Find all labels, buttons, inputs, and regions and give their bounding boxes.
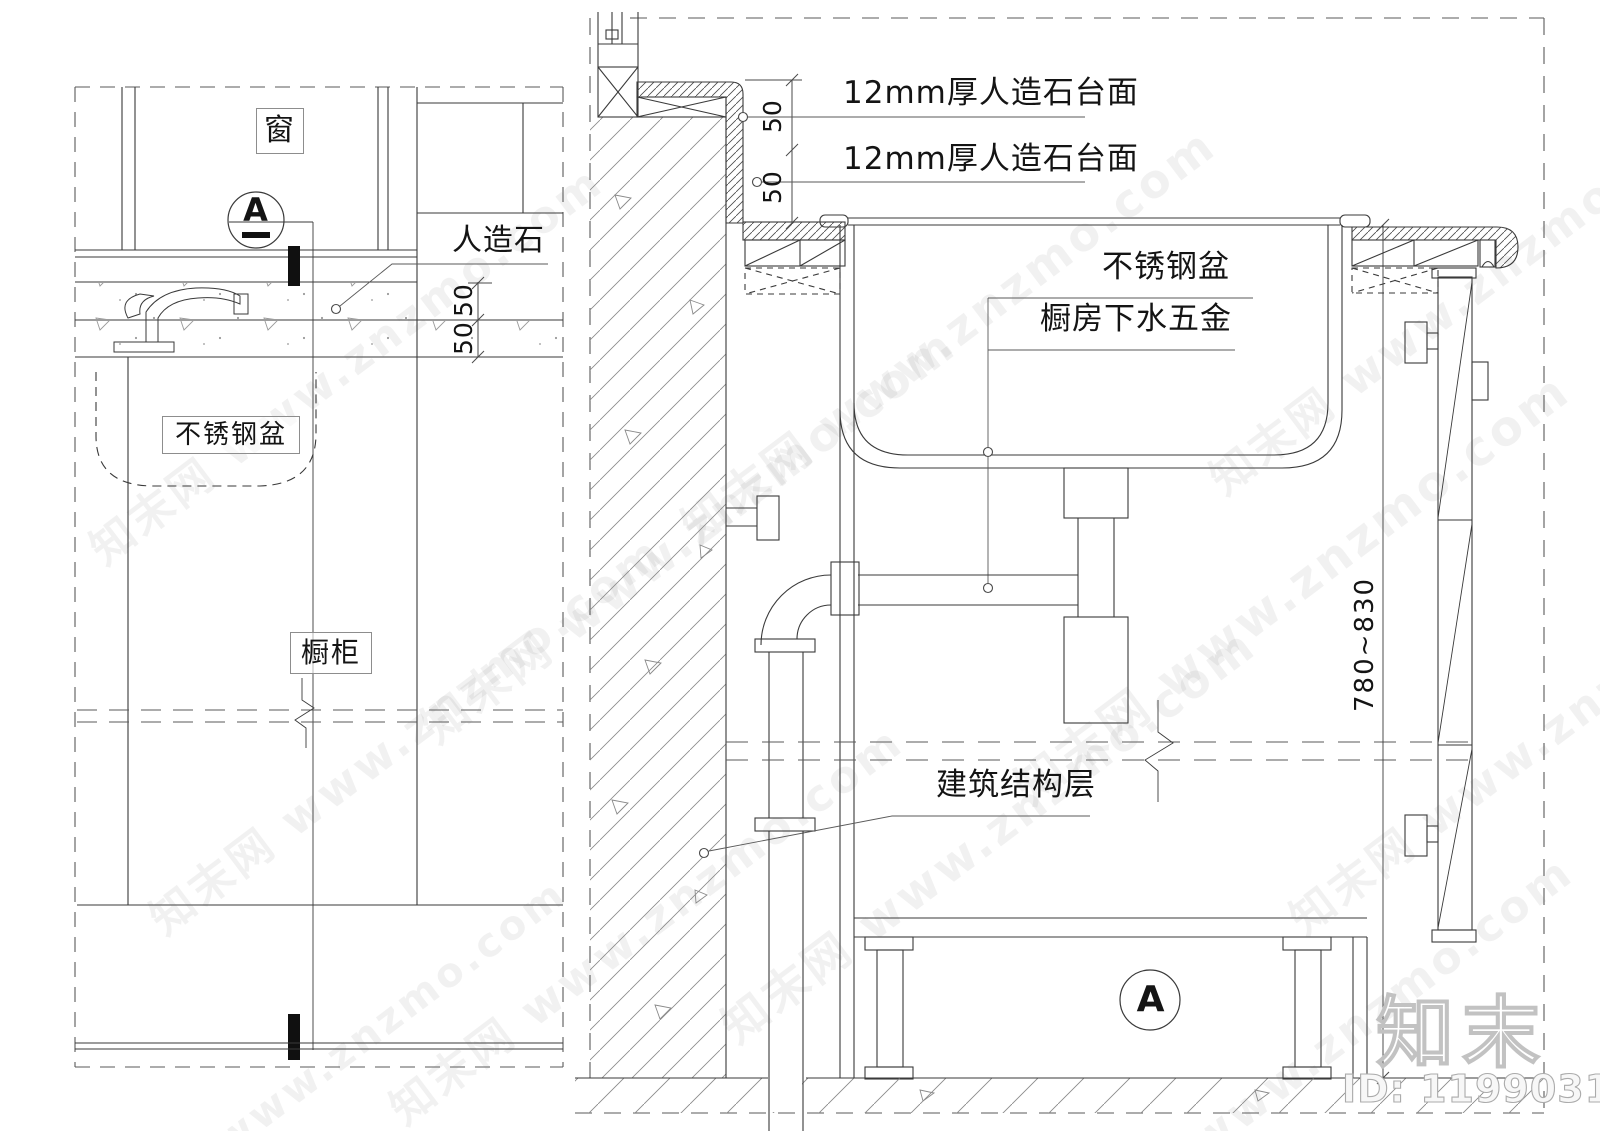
height-dimension-780-830: 780~830 (1350, 576, 1380, 712)
sink-label-left-view: 不锈钢盆 (162, 416, 300, 454)
dim-50-left-lower: 50 (449, 321, 478, 355)
counter-label-top: 12mm厚人造石台面 (843, 75, 1139, 111)
sink-label-right-view: 不锈钢盆 (1102, 249, 1230, 285)
dim-50-left-upper: 50 (449, 283, 478, 317)
structure-layer-label: 建筑结构层 (936, 767, 1096, 803)
window-label: 窗 (256, 108, 304, 154)
cabinet-label: 橱柜 (290, 632, 372, 674)
right-section-linework (575, 12, 1545, 1131)
detail-marker-a-bottom: A (1136, 979, 1166, 1020)
znzmo-logo-watermark: 知末 (1376, 989, 1548, 1079)
left-elevation-linework (74, 86, 564, 1068)
section-marker-a-top: A (243, 191, 269, 229)
drain-hardware-label: 橱房下水五金 (1040, 301, 1232, 337)
artificial-stone-label: 人造石 (452, 223, 545, 258)
counter-label-bottom: 12mm厚人造石台面 (843, 141, 1139, 177)
dim-50-right-upper: 50 (758, 99, 787, 133)
image-id-watermark: ID: 1199031982 (1342, 1067, 1600, 1111)
dim-50-right-lower: 50 (758, 170, 787, 204)
